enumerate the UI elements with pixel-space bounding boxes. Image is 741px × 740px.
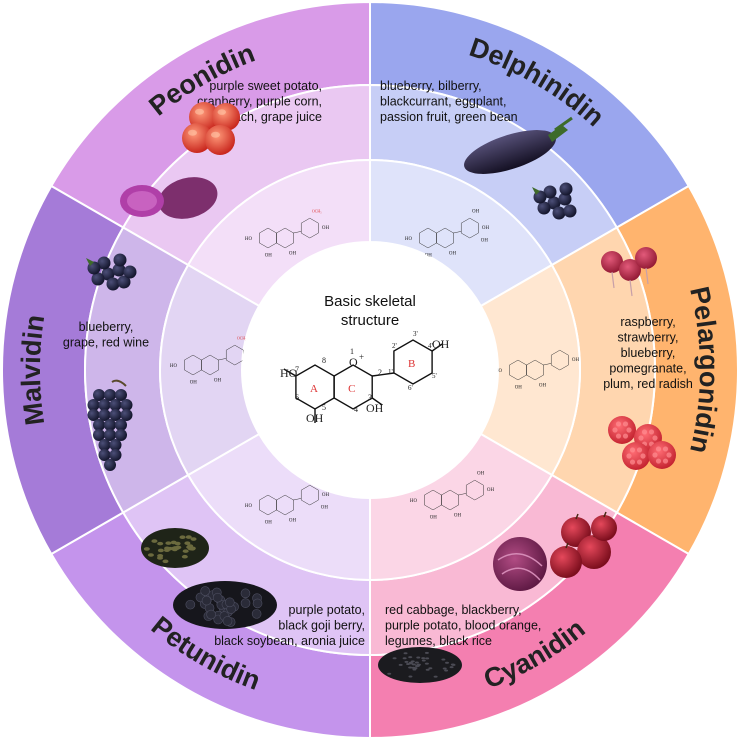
mini-oh-label: OH <box>472 210 480 215</box>
ring-label-b: B <box>408 358 415 370</box>
pos-8: 8 <box>322 356 326 365</box>
pos-6p: 6' <box>408 384 413 392</box>
mini-oh-label: OH <box>289 252 297 257</box>
pos-1: 1 <box>350 347 354 356</box>
food-list-line: plum, red radish <box>603 377 693 391</box>
mini-oh-label: OH <box>289 519 297 524</box>
food-list-line: cranberry, purple corn, <box>197 95 322 109</box>
mini-oh-label: OH <box>572 358 580 363</box>
mini-oh-label: OH <box>322 226 330 231</box>
food-list-line: blueberry, <box>621 346 676 360</box>
mini-oh-label: OH <box>481 238 489 243</box>
food-list-line: purple sweet potato, <box>209 79 322 93</box>
pos-3: 3 <box>368 393 372 402</box>
pos-1p: 1' <box>388 368 393 376</box>
mini-oh-label: OH <box>487 488 495 493</box>
atom-plus: + <box>359 352 364 362</box>
food-list-line: blueberry, bilberry, <box>380 79 482 93</box>
food-list-line: legumes, black rice <box>385 634 492 648</box>
food-list-line: pomegranate, <box>609 362 686 376</box>
peach-icon <box>205 125 235 155</box>
mini-oh-label: OH <box>477 472 485 477</box>
mini-ho-label: HO <box>405 237 413 242</box>
food-list-line: passion fruit, green bean <box>380 110 518 124</box>
mini-oh-label: OH <box>482 226 490 231</box>
food-list-line: grape, red wine <box>63 336 149 350</box>
goji-berry-icon <box>141 528 209 568</box>
mini-oh-label: OH <box>321 505 329 510</box>
food-list-line: raspberry, <box>620 315 675 329</box>
mini-oh-label: OH <box>214 379 222 384</box>
red-cabbage-icon <box>493 537 547 591</box>
center-title-line2: structure <box>341 312 399 329</box>
food-list-line: strawberry, <box>618 331 679 345</box>
food-list-line: blackcurrant, eggplant, <box>380 95 506 109</box>
mini-oh-label: OH <box>515 386 523 391</box>
pos-2: 2 <box>378 368 382 377</box>
black-soybean-icon <box>173 581 277 629</box>
atom-o-ring: O <box>349 355 358 369</box>
pos-7: 7 <box>295 365 299 374</box>
food-list-line: red cabbage, blackberry, <box>385 603 522 617</box>
food-list-line: purple potato, blood orange, <box>385 619 541 633</box>
pos-5p: 5' <box>432 372 437 380</box>
pos-4: 4 <box>354 405 358 414</box>
mini-ho-label: HO <box>410 499 418 504</box>
mini-ho-label: HO <box>245 504 253 509</box>
ring-label-a: A <box>310 383 318 395</box>
atom-oh-top: OH <box>432 337 450 351</box>
mini-oh-label: OH <box>190 381 198 386</box>
pos-2p: 2' <box>392 342 397 350</box>
center-structure: Basic skeletalstructureHOOHOHOHO+7865432… <box>242 242 498 498</box>
mini-oh-label: OH <box>539 384 547 389</box>
mini-oh-label: OH <box>454 514 462 519</box>
black-rice-icon <box>378 647 462 683</box>
food-list-line: black soybean, aronia juice <box>214 634 365 648</box>
mini-ho-label: HO <box>170 364 178 369</box>
pos-4p: 4' <box>428 342 433 350</box>
pos-5: 5 <box>322 403 326 412</box>
mini-oh-label: OH <box>430 516 438 521</box>
mini-ho-label: HO <box>245 237 253 242</box>
mini-och3-label: OCH₃ <box>312 210 322 214</box>
pos-3p: 3' <box>413 330 418 338</box>
atom-oh-bottom: OH <box>306 411 324 425</box>
mini-oh-label: OH <box>322 493 330 498</box>
mini-oh-label: OH <box>449 252 457 257</box>
mini-oh-label: OH <box>265 521 273 526</box>
food-list-line: purple potato, <box>289 603 365 617</box>
atom-oh-right: OH <box>366 401 384 415</box>
pos-6: 6 <box>295 393 299 402</box>
ring-label-c: C <box>348 383 355 395</box>
center-title-line1: Basic skeletal <box>324 293 416 310</box>
mini-oh-label: OH <box>265 254 273 259</box>
food-list-line: blueberry, <box>79 320 134 334</box>
food-list-line: black goji berry, <box>278 619 365 633</box>
